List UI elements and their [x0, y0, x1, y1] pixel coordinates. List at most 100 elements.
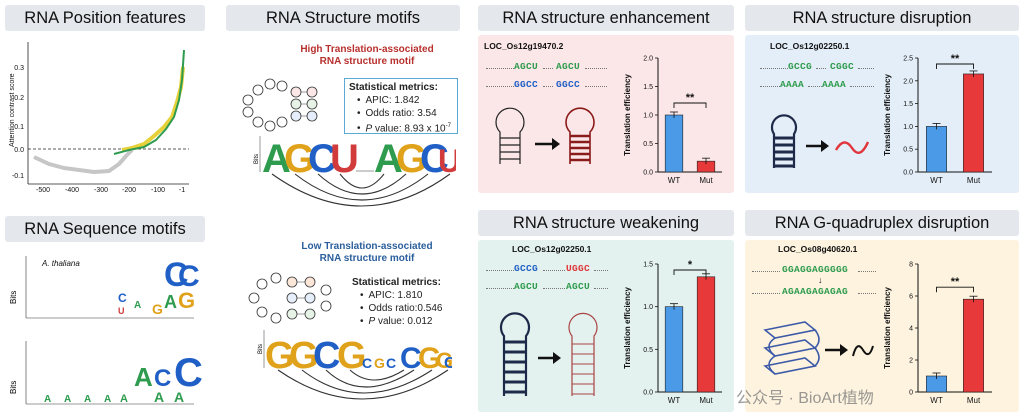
high-pairing-arcs [271, 173, 451, 207]
linear-rna-icon [834, 141, 870, 154]
xtick: -200 [122, 187, 136, 194]
disruption-title: RNA structure disruption [792, 8, 972, 27]
y-tick-label: 2.0 [643, 56, 653, 63]
y-axis-label: Translation efficiency [883, 287, 892, 369]
y-tick-label: 2.0 [903, 78, 913, 85]
low-title-line1: Low Translation-associated [301, 241, 433, 252]
low-p-value: value: 0.012 [375, 316, 433, 327]
yellow-trace [121, 66, 185, 152]
high-apic: APIC: 1.842 [357, 94, 453, 107]
low-apic: APIC: 1.810 [360, 289, 462, 302]
low-metrics-title: Statistical metrics: [352, 277, 441, 288]
gquad-gene: LOC_Os08g40620.1 [778, 244, 858, 254]
logo-letter-c: C [178, 260, 200, 293]
y-axis-label: Translation efficiency [623, 287, 632, 369]
weak-mut-bot-seq: AGCU [566, 281, 591, 292]
y-tick-label: 1.5 [643, 262, 653, 269]
logo-letter-u: U [118, 306, 125, 316]
weakening-title: RNA structure weakening [512, 213, 700, 232]
y-tick-label: 2.5 [903, 56, 913, 63]
high-pvalue: P value: 8.93 x 10-7 [357, 120, 453, 135]
logo-letter-a: A [104, 394, 111, 405]
high-motif-structure [242, 78, 318, 132]
position-ylabel: Attention contrast score [9, 73, 16, 147]
down-arrow-icon: ↓ [818, 275, 823, 285]
green-trace [113, 49, 185, 155]
y-tick-label: 2 [909, 358, 913, 365]
y-tick-label: 0.0 [903, 170, 913, 177]
high-metrics-title: Statistical metrics: [349, 82, 438, 93]
x-category-label: WT [930, 176, 943, 185]
bar-mut [963, 298, 984, 393]
position-features-plot: Attention contrast score 0.3 0.2 0.1 0.0… [9, 42, 189, 194]
low-title-line2: RNA structure motif [319, 253, 415, 264]
logo-letter-a: A [174, 389, 184, 405]
logo-letter-a: A [164, 292, 177, 312]
y-tick-label: 1.5 [643, 84, 653, 91]
xtick: -500 [36, 187, 50, 194]
low-motif-structure [248, 272, 332, 324]
mut-hairpin [568, 312, 598, 396]
weak-wt-top-seq: GCCG [514, 263, 539, 274]
logo-letter-g: G [396, 137, 427, 181]
dis-wt-bot-seq: AAAA [780, 79, 805, 90]
logo-letter-g: G [418, 342, 441, 375]
low-pairing-arcs [277, 369, 449, 400]
logo-letter-c: C [308, 137, 337, 181]
gq-structure-diagram [763, 321, 874, 375]
logo-letter-g: G [284, 137, 315, 181]
dis-wt-top-seq: GCCG [788, 61, 813, 72]
xtick: -1 [179, 187, 185, 194]
logo-letter-g: G [374, 355, 385, 371]
sequence-logos: A. thaliana Bits Bits C C G A G C A U C … [9, 256, 203, 405]
logo-letter-c: C [420, 137, 449, 181]
sequence-motifs-header: RNA Sequence motifs [5, 216, 205, 242]
species-label: A. thaliana [41, 259, 80, 268]
gquad-header: RNA G-quadruplex disruption [745, 210, 1019, 236]
high-title-line2: RNA structure motif [319, 56, 415, 67]
logo-letter-a: A [374, 137, 403, 181]
y-axis-label: Translation efficiency [883, 74, 892, 156]
y-tick-label: 0.5 [903, 147, 913, 154]
x-category-label: WT [930, 396, 943, 405]
xtick: -400 [65, 187, 79, 194]
bar-wt [926, 126, 947, 173]
bits-label: Bits [258, 344, 264, 354]
gray-trace [33, 148, 134, 174]
sequence-motifs-title: RNA Sequence motifs [24, 219, 186, 238]
linear-rna-icon [852, 345, 874, 357]
logo-letter-c: C [386, 355, 396, 371]
significance-bracket [936, 286, 974, 293]
structure-motifs-title: RNA Structure motifs [265, 8, 421, 27]
weak-hairpin-diagram [499, 312, 598, 396]
logo-letter-g: G [289, 335, 319, 377]
logo-letter-a: A [134, 300, 141, 311]
xtick: -100 [151, 187, 165, 194]
x-category-label: Mut [967, 396, 981, 405]
y-tick-label: 8 [909, 262, 913, 269]
ytick: 0.3 [14, 65, 24, 72]
high-p-label: P [365, 123, 373, 135]
ytick: 0.2 [14, 95, 24, 102]
enh-mut-bot-seq: GGCC [556, 79, 581, 90]
bits-label: Bits [254, 154, 260, 164]
enhancement-title: RNA structure enhancement [502, 8, 710, 27]
dis-hairpin-diagram [770, 114, 870, 168]
logo-letter-c: C [154, 365, 171, 392]
wt-hairpin [770, 114, 798, 168]
x-category-label: WT [668, 176, 681, 185]
enh-mut-top-seq: AGCU [556, 61, 581, 72]
y-tick-label: 0 [909, 390, 913, 397]
enh-hairpin-diagram [495, 107, 595, 164]
bits-label: Bits [9, 381, 18, 394]
disruption-header: RNA structure disruption [745, 5, 1019, 31]
low-metrics-box: Statistical metrics: APIC: 1.810 Odds ra… [352, 276, 462, 328]
bits-label: Bits [9, 291, 18, 304]
high-p-value: value: 8.93 x 10 [372, 123, 446, 135]
logo-letter-c: C [400, 342, 422, 375]
weak-wt-bot-seq: AGCU [514, 281, 539, 292]
gquad-title: RNA G-quadruplex disruption [774, 213, 990, 232]
